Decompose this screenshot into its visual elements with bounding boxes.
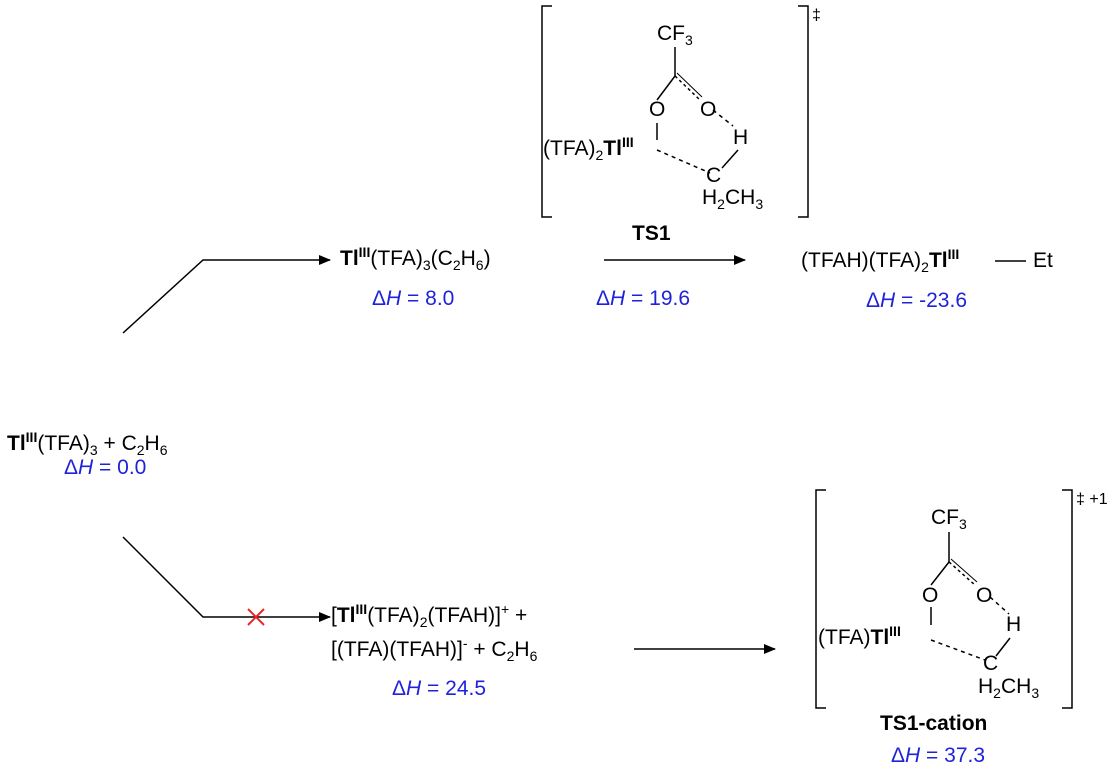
- ionpair-line2: [(TFA)(TFAH)]- + C2H6: [331, 635, 538, 664]
- ts1-cation-enthalpy: ΔH = 37.3: [891, 744, 986, 767]
- ts1-cation-dagger: ‡ +1: [1076, 491, 1108, 508]
- ts1-cf3: CF3: [657, 22, 693, 48]
- ts1-bracket-left: [541, 5, 552, 218]
- ts1-o2: O: [700, 98, 717, 121]
- ts1-tl-c-bond: [656, 149, 711, 174]
- ts1-cation-bracket-left: [815, 489, 826, 709]
- ts1-bond-h-c: [721, 149, 739, 169]
- ts1-cation-o2: O: [976, 584, 993, 607]
- ts1-bond-c-o1: [656, 75, 676, 101]
- ts1-cation-label: TS1-cation: [880, 712, 988, 735]
- product-formula: (TFAH)(TFA)2TlIII: [801, 246, 960, 275]
- complex-formula: TlIII(TFA)3(C2H6): [340, 244, 491, 273]
- ts1-cation-bracket-right: [1062, 489, 1073, 709]
- ts1-ethyl: H2CH3: [702, 186, 764, 212]
- ts1-cation-c: C: [983, 652, 999, 675]
- complex-enthalpy: ΔH = 8.0: [372, 287, 455, 310]
- ts1-tl-group: (TFA)2TlIII: [543, 134, 634, 163]
- ts1-h: H: [733, 126, 749, 149]
- lower-path-line: [122, 536, 331, 622]
- ts1-cation-tl-c-bond: [930, 639, 986, 661]
- ts1-enthalpy: ΔH = 19.6: [596, 287, 691, 310]
- ionpair-enthalpy: ΔH = 24.5: [392, 677, 487, 700]
- ts1-cation-ethyl: H2CH3: [978, 675, 1040, 701]
- ts1-cation-h: H: [1006, 613, 1022, 636]
- ts1-c: C: [706, 164, 722, 187]
- blocked-x-mark: [247, 608, 265, 626]
- ts1-cation-o-h-hbond: [989, 596, 1010, 615]
- ts1-cation-bond-c-o1: [930, 561, 950, 586]
- reactant-enthalpy: ΔH = 0.0: [64, 456, 147, 479]
- product-enthalpy: ΔH = -23.6: [866, 289, 968, 312]
- reactant-formula: TlIII(TFA)3 + C2H6: [7, 429, 168, 458]
- ts1-cation-bond-h-c: [995, 637, 1011, 657]
- ts1-cation-tl-group: (TFA)TlIII: [818, 623, 901, 649]
- ts1-cation-bond-c-o2: [948, 561, 976, 586]
- ts1-bond-c-o2: [674, 75, 701, 101]
- ts1-cation-cf3: CF3: [931, 506, 967, 532]
- ts1-label: TS1: [632, 222, 671, 245]
- ts1-o1: O: [649, 98, 666, 121]
- product-ethyl: Et: [1033, 249, 1053, 272]
- ionpair-line1: [TlIII(TFA)2(TFAH)]+ +: [331, 601, 528, 630]
- ts1-bond-c-o2-inner: [676, 72, 703, 98]
- ts1-cation-o1: O: [922, 584, 939, 607]
- ts1-bracket-right: [798, 5, 809, 218]
- ts1-dagger: ‡: [812, 7, 821, 24]
- upper-path-line: [122, 255, 331, 334]
- ts1-cation-bond-c-o2-inner: [950, 558, 978, 583]
